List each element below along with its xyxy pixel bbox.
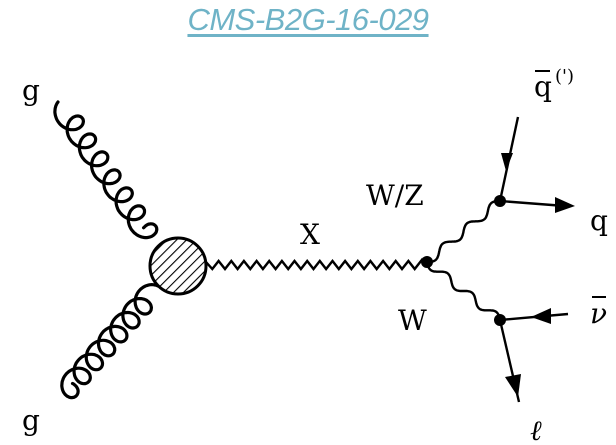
quark-label: q: [590, 204, 608, 237]
resonance-label: X: [300, 218, 320, 251]
upper-vertex: [494, 195, 506, 207]
quark-arrow: [555, 197, 575, 213]
lower-vertex: [494, 314, 506, 326]
decay-vertex: [421, 256, 433, 268]
w-boson-line: [425, 261, 502, 321]
w-label: W: [398, 304, 427, 337]
resonance-line: [205, 257, 423, 271]
lepton-arrow: [505, 374, 521, 397]
diagram-title: CMS-B2G-16-029: [187, 2, 429, 37]
wz-label: W/Z: [366, 179, 424, 212]
antiquark-prime-label: ('): [555, 66, 574, 87]
antineutrino-label: ν: [590, 297, 607, 330]
antiquark-label: q: [534, 70, 552, 103]
wz-boson-line: [427, 199, 500, 264]
lepton-label: ℓ: [530, 414, 542, 445]
gluon-bottom-label: g: [22, 404, 40, 437]
quark-line: [499, 199, 566, 208]
interaction-blob: [148, 236, 208, 296]
gluon-line-top: [53, 100, 159, 240]
antiquark-arrow: [501, 153, 513, 171]
gluon-top-label: g: [22, 74, 40, 107]
antineutrino-arrow: [531, 308, 551, 324]
gluon-line-bottom: [60, 282, 160, 400]
